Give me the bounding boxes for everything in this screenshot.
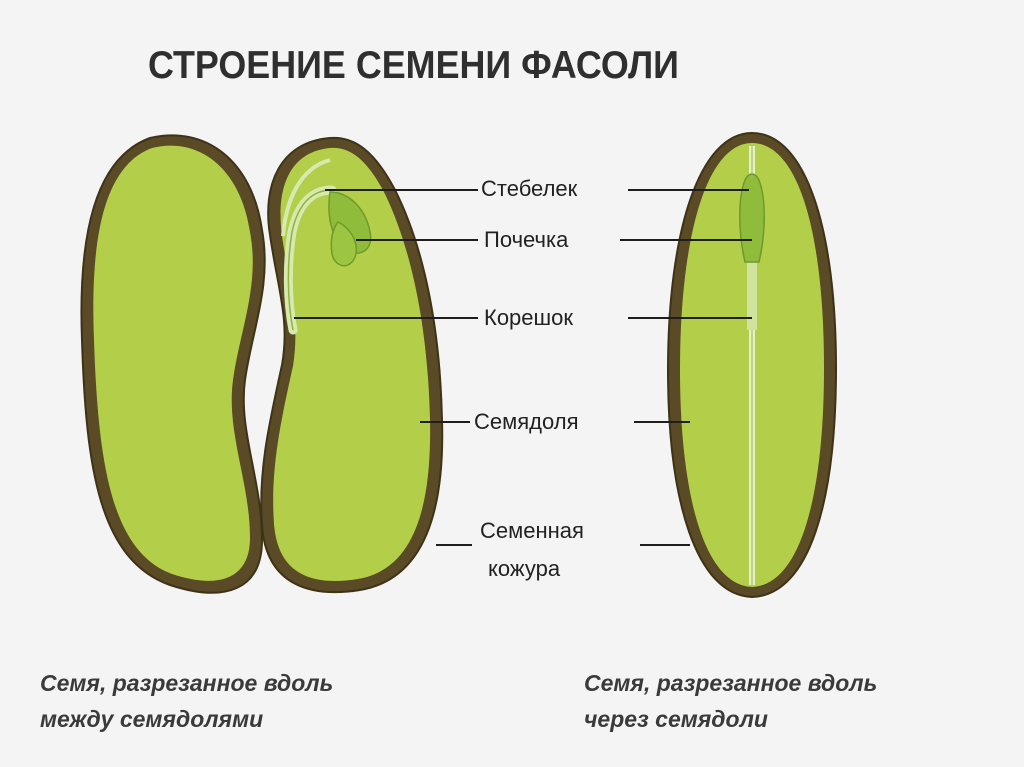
right-seed-cross-section — [668, 133, 836, 597]
label-cotyledon: Семядоля — [474, 409, 579, 435]
caption-right-line2: через семядоли — [584, 702, 768, 736]
caption-left-line2: между семядолями — [40, 702, 263, 736]
left-cotyledon-half — [81, 135, 264, 592]
right-embryo-stem — [747, 260, 757, 330]
middle-half-with-embryo — [261, 138, 442, 592]
diagram-title: СТРОЕНИЕ СЕМЕНИ ФАСОЛИ — [148, 44, 679, 88]
caption-right-line1: Семя, разрезанное вдоль — [584, 666, 877, 700]
caption-left-line1: Семя, разрезанное вдоль — [40, 666, 333, 700]
right-embryo-bud — [740, 174, 765, 262]
label-root: Корешок — [484, 305, 573, 331]
label-bud: Почечка — [484, 227, 568, 253]
label-seed-coat-line2: кожура — [488, 556, 560, 582]
label-stem: Стебелек — [481, 176, 577, 202]
label-seed-coat-line1: Семенная — [480, 518, 584, 544]
